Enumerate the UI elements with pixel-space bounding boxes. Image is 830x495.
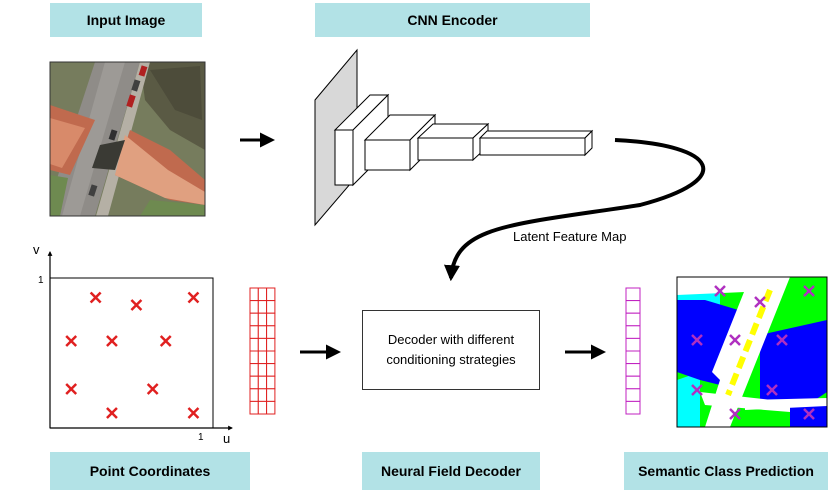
header-semantic-class-prediction: Semantic Class Prediction bbox=[624, 452, 828, 490]
output-grid-cell bbox=[625, 300, 641, 314]
feature-grid-cell bbox=[257, 363, 268, 377]
feature-grid-cell bbox=[257, 337, 268, 352]
feature-grid-cell bbox=[257, 312, 268, 327]
output-grid-cell bbox=[625, 325, 641, 339]
prediction-points bbox=[691, 285, 815, 420]
feature-grid-cell bbox=[249, 300, 259, 314]
header-point-coordinates: Point Coordinates bbox=[50, 452, 250, 490]
header-neural-field-decoder: Neural Field Decoder bbox=[362, 452, 540, 490]
feature-grid-cell bbox=[266, 325, 276, 339]
feature-grid-cell bbox=[249, 312, 259, 327]
cnn-encoder-layers bbox=[314, 48, 594, 227]
prediction-point-marker bbox=[691, 334, 703, 346]
header-input-image: Input Image bbox=[50, 3, 202, 37]
feature-grid-cell bbox=[257, 325, 268, 339]
feature-grid-cell bbox=[249, 287, 259, 302]
prediction-point-marker bbox=[776, 334, 788, 346]
coordinate-point-marker bbox=[187, 407, 200, 419]
coordinate-point-marker bbox=[106, 335, 118, 347]
prediction-point-marker bbox=[729, 408, 741, 420]
feature-grid-cell bbox=[249, 388, 259, 402]
output-grid-cell bbox=[625, 350, 641, 365]
decoder-box: Decoder with different conditioning stra… bbox=[362, 310, 540, 390]
prediction-point-marker bbox=[729, 334, 741, 346]
coordinate-point-marker bbox=[65, 383, 78, 395]
arrow-latent-feature-map bbox=[443, 138, 706, 282]
feature-grid-cell bbox=[266, 287, 276, 302]
prediction-point-marker bbox=[714, 285, 726, 297]
point-coordinates-plot bbox=[47, 251, 233, 431]
prediction-point-marker bbox=[803, 408, 815, 420]
input-aerial-image bbox=[50, 62, 205, 216]
feature-grid-cell bbox=[249, 375, 259, 390]
feature-grid-cell bbox=[266, 400, 276, 415]
output-grid-cell bbox=[625, 375, 641, 390]
feature-grid-cell bbox=[257, 375, 268, 390]
coordinate-point-marker bbox=[187, 291, 200, 304]
coordinate-point-marker bbox=[65, 335, 78, 347]
feature-grid-cell bbox=[249, 337, 259, 352]
feature-grid-cell bbox=[266, 312, 276, 327]
output-grid-cell bbox=[625, 312, 641, 327]
feature-grid-cell bbox=[266, 375, 276, 390]
output-grid-cell bbox=[625, 337, 641, 352]
decoder-box-line1: Decoder with different bbox=[387, 332, 515, 347]
output-grid-cell bbox=[625, 400, 641, 415]
feature-grid-cell bbox=[266, 337, 276, 352]
feature-grid-cell bbox=[266, 350, 276, 365]
coordinate-point-marker bbox=[89, 291, 102, 304]
feature-grid-cell bbox=[257, 400, 268, 415]
output-grid-cell bbox=[625, 287, 641, 302]
latent-feature-map-label: Latent Feature Map bbox=[513, 229, 626, 244]
coordinate-point-marker bbox=[130, 299, 143, 311]
feature-grid-cell bbox=[266, 363, 276, 377]
header-cnn-encoder: CNN Encoder bbox=[315, 3, 590, 37]
decoder-box-line2: conditioning strategies bbox=[386, 352, 516, 367]
feature-grid-cell bbox=[257, 388, 268, 402]
feature-grid-cell bbox=[257, 350, 268, 365]
prediction-point-marker bbox=[803, 285, 815, 297]
coordinate-point-marker bbox=[159, 335, 172, 347]
output-grid-cell bbox=[625, 388, 641, 402]
coordinate-point-marker bbox=[146, 383, 159, 395]
feature-grid-cell bbox=[266, 388, 276, 402]
feature-grid-cell bbox=[249, 400, 259, 415]
plot-points bbox=[65, 291, 200, 419]
feature-grid-cell bbox=[249, 363, 259, 377]
prediction-point-marker bbox=[754, 296, 766, 308]
feature-grid-cell bbox=[249, 325, 259, 339]
prediction-point-marker bbox=[691, 384, 703, 396]
feature-grid-cell bbox=[257, 287, 268, 302]
y-tick-label: 1 bbox=[38, 275, 44, 286]
output-grid bbox=[625, 287, 641, 415]
coordinate-point-marker bbox=[106, 407, 118, 419]
feature-grid-cell bbox=[249, 350, 259, 365]
x-tick-label: 1 bbox=[198, 432, 204, 443]
semantic-segmentation-map bbox=[677, 277, 827, 427]
v-axis-label: v bbox=[33, 242, 40, 257]
feature-grid-cell bbox=[266, 300, 276, 314]
feature-grid-cell bbox=[257, 300, 268, 314]
output-grid-cell bbox=[625, 363, 641, 377]
u-axis-label: u bbox=[223, 431, 230, 446]
prediction-point-marker bbox=[766, 384, 778, 396]
feature-grid bbox=[249, 287, 276, 415]
